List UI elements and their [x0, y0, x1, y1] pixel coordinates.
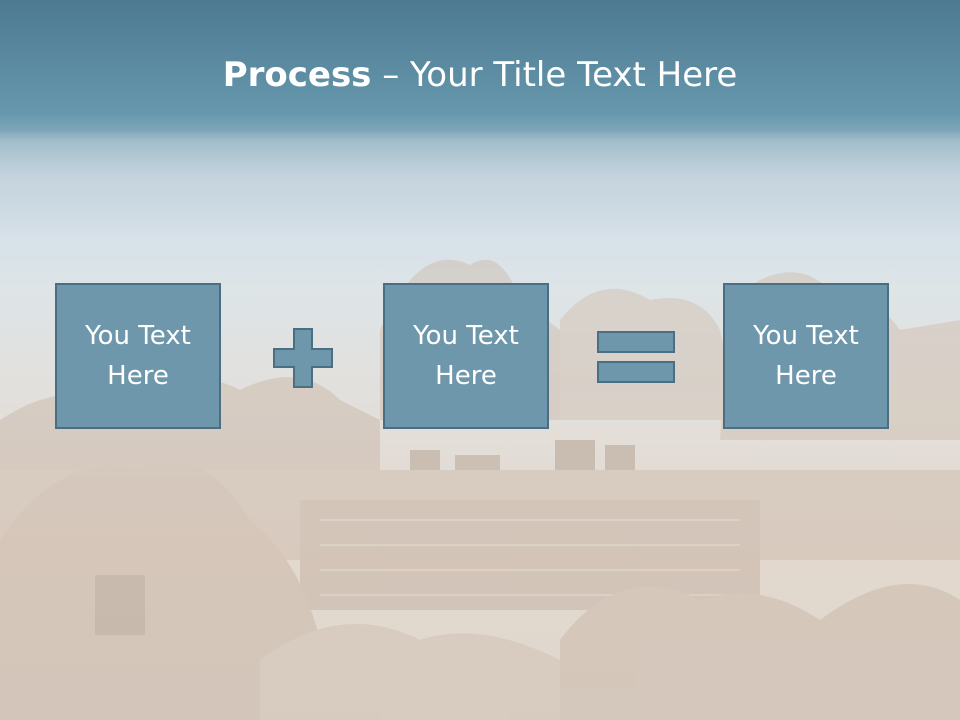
step-3-text: You Text Here — [753, 321, 859, 391]
step-1-text: You Text Here — [85, 321, 191, 391]
plus-icon — [273, 328, 333, 388]
title-bold: Process — [222, 55, 372, 95]
slide-title: Process – Your Title Text Here — [0, 52, 960, 98]
step-2-text: You Text Here — [413, 321, 519, 391]
process-step-box-1[interactable]: You Text Here — [55, 283, 221, 429]
title-rest: – Your Title Text Here — [371, 55, 738, 95]
title-band — [0, 0, 960, 150]
process-step-box-2[interactable]: You Text Here — [383, 283, 549, 429]
process-step-box-3[interactable]: You Text Here — [723, 283, 889, 429]
equals-icon — [597, 331, 675, 383]
